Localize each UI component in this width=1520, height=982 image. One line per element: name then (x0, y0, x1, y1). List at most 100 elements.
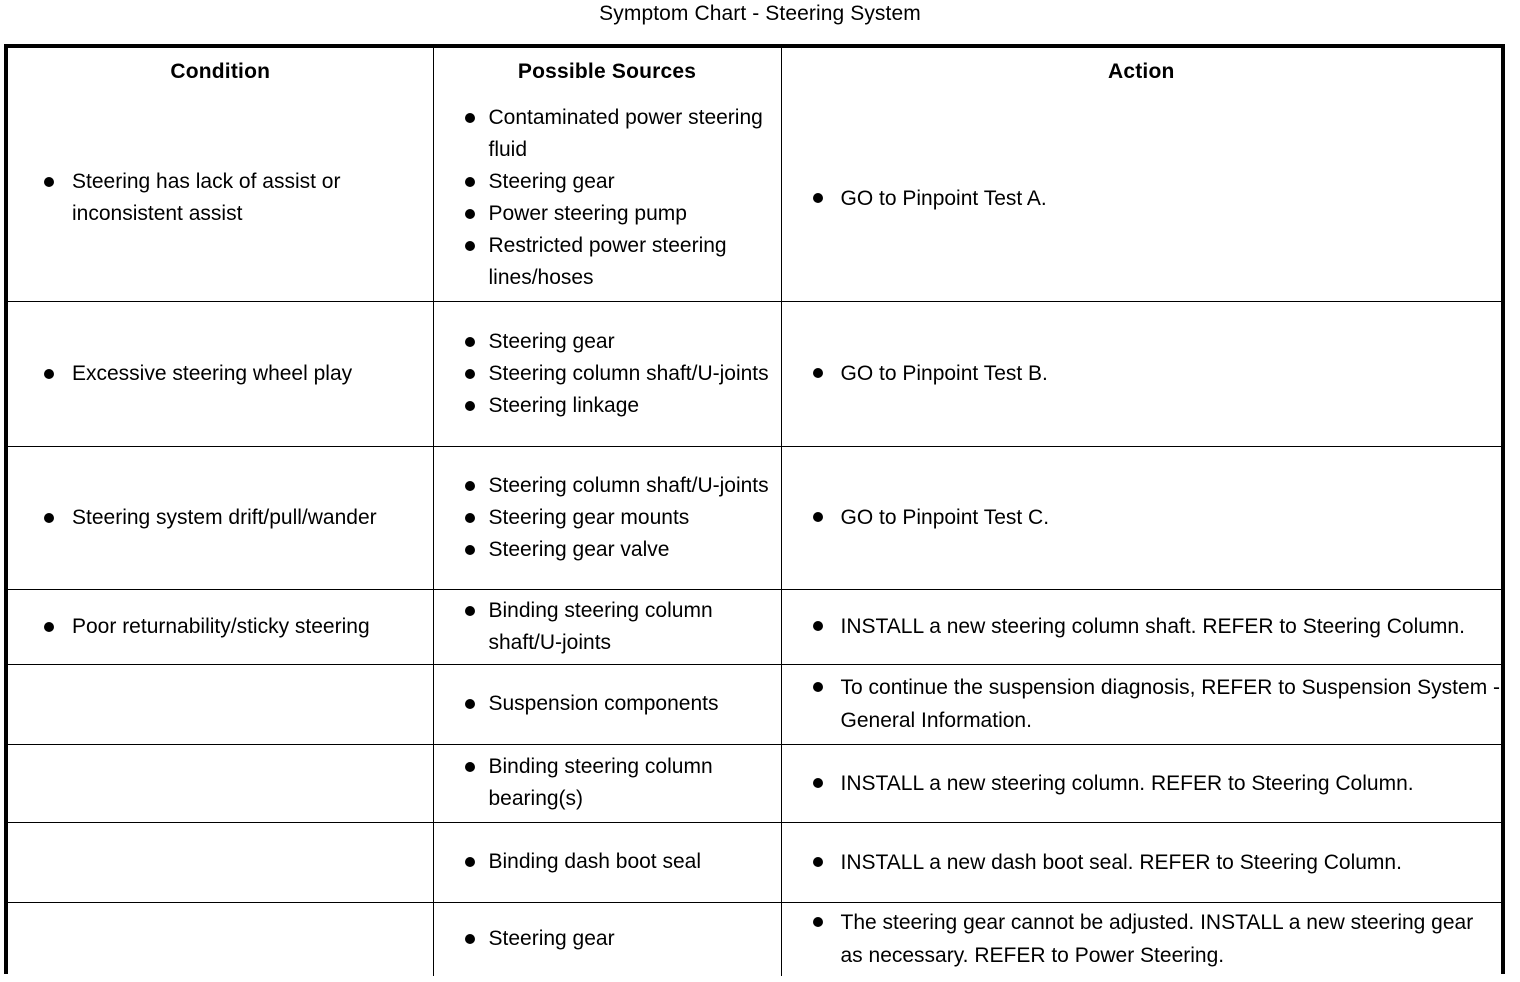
cell-action: To continue the suspension diagnosis, RE… (780, 663, 1501, 745)
column-header-condition: Condition (8, 48, 434, 96)
action-bullet-list: INSTALL a new dash boot seal. REFER to S… (782, 846, 1502, 879)
condition-bullet-item: Poor returnability/sticky steering (8, 611, 433, 643)
action-bullet-list: GO to Pinpoint Test B. (782, 357, 1502, 390)
condition-bullet-list: Steering has lack of assist or inconsist… (8, 166, 433, 230)
sources-bullet-text: Binding steering column shaft/U-joints (488, 598, 713, 654)
sources-bullet-text: Binding steering column bearing(s) (488, 755, 713, 810)
cell-possible-sources: Suspension components (432, 663, 782, 745)
action-bullet-item: GO to Pinpoint Test A. (782, 182, 1502, 215)
bullet-dot-icon (464, 336, 475, 347)
sources-bullet-list: Steering gear (434, 923, 781, 955)
bullet-dot-icon (464, 512, 475, 523)
sources-bullet-item: Binding dash boot seal (434, 846, 781, 878)
condition-bullet-text: Excessive steering wheel play (72, 361, 353, 385)
sources-bullet-item: Suspension components (434, 688, 781, 720)
condition-bullet-text: Poor returnability/sticky steering (72, 614, 370, 638)
cell-condition (8, 663, 434, 745)
action-bullet-list: The steering gear cannot be adjusted. IN… (782, 906, 1502, 972)
condition-bullet-text: Steering has lack of assist or inconsist… (72, 170, 341, 226)
bullet-dot-icon (464, 605, 475, 616)
action-bullet-list: GO to Pinpoint Test C. (782, 501, 1502, 534)
cell-action: INSTALL a new dash boot seal. REFER to S… (780, 821, 1502, 903)
sources-bullet-list: Binding steering column shaft/U-joints (434, 595, 781, 659)
sources-bullet-item: Steering column shaft/U-joints (434, 358, 781, 390)
bullet-dot-icon (44, 368, 54, 379)
sources-bullet-text: Steering linkage (488, 393, 640, 417)
sources-bullet-text: Steering gear mounts (488, 505, 690, 529)
bullet-dot-icon (812, 682, 823, 692)
condition-bullet-text: Steering system drift/pull/wander (72, 505, 377, 529)
bullet-dot-icon (44, 621, 54, 632)
bullet-dot-icon (812, 917, 823, 928)
sources-bullet-item: Contaminated power steering fluid (434, 102, 781, 166)
sources-bullet-item: Steering gear mounts (434, 502, 781, 534)
action-bullet-text: GO to Pinpoint Test B. (840, 362, 1048, 385)
cell-condition: Steering system drift/pull/wander (8, 445, 434, 590)
action-bullet-item: INSTALL a new dash boot seal. REFER to S… (782, 846, 1502, 879)
table-row: Poor returnability/sticky steering Bindin… (8, 588, 1502, 665)
action-bullet-item: INSTALL a new steering column shaft. REF… (782, 610, 1502, 643)
bullet-dot-icon (464, 241, 475, 252)
bullet-dot-icon (464, 480, 475, 491)
sources-bullet-text: Steering gear valve (488, 537, 670, 561)
sources-bullet-item: Steering gear (434, 166, 781, 198)
sources-bullet-text: Restricted power steering lines/hoses (488, 234, 727, 290)
table-row: Suspension components To continue the sus… (8, 663, 1501, 745)
bullet-dot-icon (812, 368, 823, 378)
sources-bullet-text: Steering column shaft/U-joints (488, 473, 769, 497)
action-bullet-list: INSTALL a new steering column shaft. REF… (782, 610, 1502, 643)
cell-action: GO to Pinpoint Test B. (780, 300, 1502, 447)
cell-possible-sources: Steering gear (432, 901, 782, 976)
bullet-dot-icon (812, 192, 823, 203)
condition-bullet-item: Steering system drift/pull/wander (8, 502, 433, 534)
bullet-dot-icon (464, 544, 475, 555)
action-bullet-item: GO to Pinpoint Test C. (782, 501, 1502, 534)
action-bullet-item: INSTALL a new steering column. REFER to … (782, 767, 1502, 800)
action-bullet-text: GO to Pinpoint Test C. (840, 506, 1050, 529)
action-bullet-item: The steering gear cannot be adjusted. IN… (782, 906, 1502, 972)
bullet-dot-icon (812, 856, 823, 867)
bullet-dot-icon (464, 400, 475, 411)
action-bullet-text: The steering gear cannot be adjusted. IN… (840, 911, 1474, 968)
column-header-action: Action (780, 48, 1501, 96)
sources-bullet-text: Steering gear (488, 170, 615, 194)
bullet-dot-icon (464, 368, 475, 379)
cell-possible-sources: Binding steering column bearing(s) (432, 743, 782, 823)
sources-bullet-list: Suspension components (434, 688, 781, 720)
sources-bullet-text: Steering gear (488, 329, 615, 353)
condition-bullet-item: Steering has lack of assist or inconsist… (8, 166, 433, 230)
action-bullet-item: GO to Pinpoint Test B. (782, 357, 1502, 390)
cell-condition (8, 821, 434, 903)
cell-possible-sources: Binding steering column shaft/U-joints (432, 588, 782, 665)
action-bullet-text: GO to Pinpoint Test A. (840, 186, 1047, 210)
cell-possible-sources: Binding dash boot seal (432, 821, 782, 903)
cell-condition: Poor returnability/sticky steering (8, 588, 434, 665)
sources-bullet-text: Steering column shaft/U-joints (488, 361, 769, 385)
sources-bullet-item: Steering gear (434, 326, 781, 358)
column-header-possible-sources: Possible Sources (432, 48, 782, 96)
table-row: Binding steering column bearing(s) INSTAL… (8, 743, 1502, 823)
bullet-dot-icon (464, 177, 475, 188)
sources-bullet-text: Steering gear (488, 927, 615, 951)
action-bullet-text: INSTALL a new steering column. REFER to … (840, 771, 1414, 795)
cell-action: GO to Pinpoint Test A. (780, 96, 1502, 302)
bullet-dot-icon (812, 777, 823, 788)
table-row: Excessive steering wheel play Steering ge… (8, 300, 1502, 447)
symptom-chart-table: Condition Possible Sources Action Steeri… (8, 48, 1501, 976)
cell-condition: Excessive steering wheel play (8, 300, 434, 447)
bullet-dot-icon (464, 699, 475, 709)
page-title: Symptom Chart - Steering System (599, 2, 921, 25)
sources-bullet-list: Binding dash boot seal (434, 846, 781, 878)
bullet-dot-icon (464, 113, 475, 124)
table-row: Steering gear The steering gear cannot be… (8, 901, 1502, 976)
condition-bullet-list: Poor returnability/sticky steering (8, 611, 433, 643)
bullet-dot-icon (812, 621, 823, 631)
sources-bullet-item: Power steering pump (434, 198, 781, 230)
table-header: Condition Possible Sources Action (8, 48, 1501, 96)
sources-bullet-text: Suspension components (488, 692, 719, 715)
sources-bullet-item: Binding steering column bearing(s) (434, 751, 781, 815)
